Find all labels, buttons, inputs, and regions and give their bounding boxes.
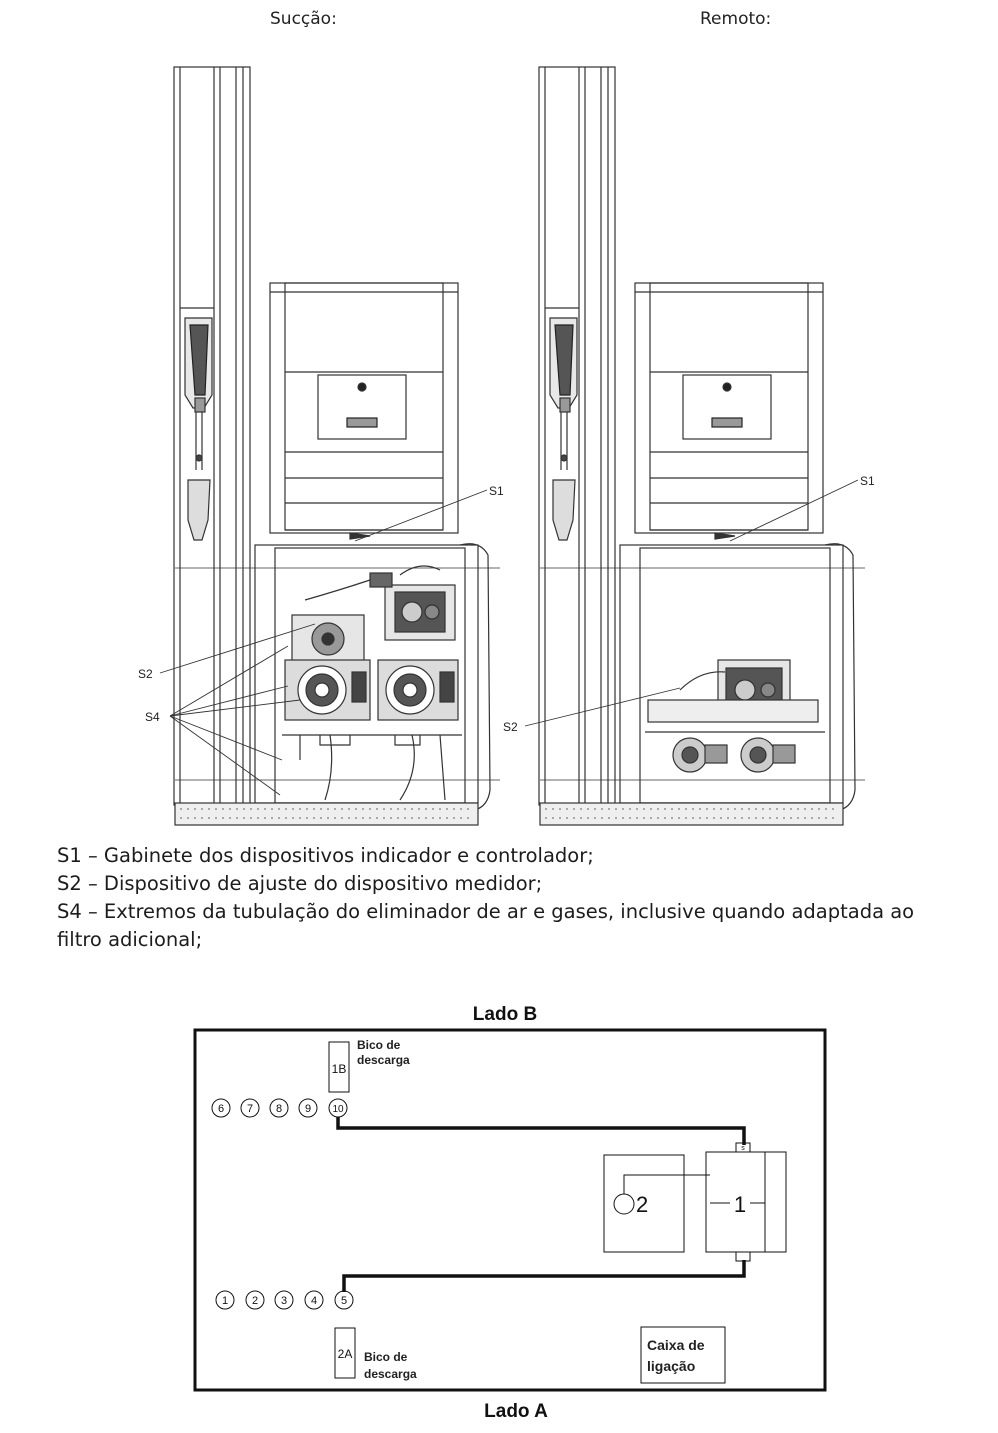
dispenser-drawings: S1 S2 S4 bbox=[138, 66, 875, 826]
port-8 bbox=[269, 1098, 289, 1118]
pipe-side-a bbox=[342, 1260, 746, 1292]
unit-2-motor bbox=[613, 1193, 635, 1215]
port-4-label: 4 bbox=[311, 1295, 317, 1307]
side-b-label: Lado B bbox=[473, 1004, 537, 1025]
port-3 bbox=[274, 1290, 294, 1310]
nozzle-2a-label-2: descarga bbox=[364, 1367, 417, 1381]
port-7-label: 7 bbox=[247, 1103, 253, 1115]
nozzle-1b-box bbox=[328, 1041, 350, 1093]
nozzle-1b-label-2: descarga bbox=[357, 1053, 410, 1067]
layout-diagram: Lado B Lado A 1B Bico de descarga 6 7 8 … bbox=[193, 1004, 827, 1422]
remote-caption: Remoto: bbox=[700, 9, 772, 29]
unit-1-label: 1 bbox=[734, 1192, 746, 1217]
port-5 bbox=[334, 1290, 354, 1310]
junction-box bbox=[640, 1326, 726, 1384]
pipe-side-b bbox=[336, 1117, 746, 1145]
unit-1-top-port-mark: s bbox=[741, 1145, 745, 1152]
side-a-label: Lado A bbox=[484, 1401, 548, 1422]
nozzle-2a-box bbox=[334, 1327, 356, 1379]
port-6-label: 6 bbox=[218, 1103, 224, 1115]
port-10-label: 10 bbox=[332, 1104, 344, 1115]
nozzle-2a-label-1: Bico de bbox=[364, 1350, 408, 1364]
island-outline bbox=[193, 1028, 827, 1392]
unit-2-label: 2 bbox=[636, 1192, 648, 1217]
nozzle-2a-id: 2A bbox=[338, 1347, 353, 1361]
port-7 bbox=[240, 1098, 260, 1118]
unit-2-box bbox=[603, 1154, 685, 1253]
junction-box-label-2: ligação bbox=[647, 1358, 695, 1374]
legend: S1 – Gabinete dos dispositivos indicador… bbox=[57, 842, 937, 954]
port-2 bbox=[245, 1290, 265, 1310]
junction-box-label-1: Caixa de bbox=[647, 1337, 705, 1353]
ports-side-a bbox=[215, 1290, 354, 1310]
unit-2-link bbox=[623, 1174, 710, 1194]
port-1 bbox=[215, 1290, 235, 1310]
legend-item-s4: S4 – Extremos da tubulação do eliminador… bbox=[57, 900, 915, 951]
remote-s1-callout: S1 bbox=[860, 474, 875, 488]
suction-s4-callout: S4 bbox=[145, 710, 160, 724]
remote-s2-callout: S2 bbox=[503, 720, 518, 734]
legend-item-s1: S1 – Gabinete dos dispositivos indicador… bbox=[57, 844, 594, 867]
port-5-label: 5 bbox=[341, 1295, 347, 1307]
suction-dispenser-drawing bbox=[159, 66, 500, 826]
port-9-label: 9 bbox=[305, 1103, 311, 1115]
nozzle-1b-id: 1B bbox=[332, 1062, 347, 1076]
nozzle-1b-label-1: Bico de bbox=[357, 1038, 401, 1052]
port-2-label: 2 bbox=[252, 1295, 258, 1307]
unit-1-bottom-port bbox=[735, 1251, 751, 1262]
port-8-label: 8 bbox=[276, 1103, 282, 1115]
port-9 bbox=[298, 1098, 318, 1118]
port-3-label: 3 bbox=[281, 1295, 287, 1307]
legend-item-s2: S2 – Dispositivo de ajuste do dispositiv… bbox=[57, 872, 543, 895]
suction-caption: Sucção: bbox=[270, 9, 337, 29]
unit-1-top-port bbox=[735, 1142, 751, 1153]
port-4 bbox=[304, 1290, 324, 1310]
suction-s1-callout: S1 bbox=[489, 484, 504, 498]
ports-side-b bbox=[211, 1098, 348, 1118]
suction-s2-callout: S2 bbox=[138, 667, 153, 681]
remote-dispenser-drawing bbox=[524, 66, 865, 826]
port-1-label: 1 bbox=[222, 1295, 228, 1307]
port-6 bbox=[211, 1098, 231, 1118]
